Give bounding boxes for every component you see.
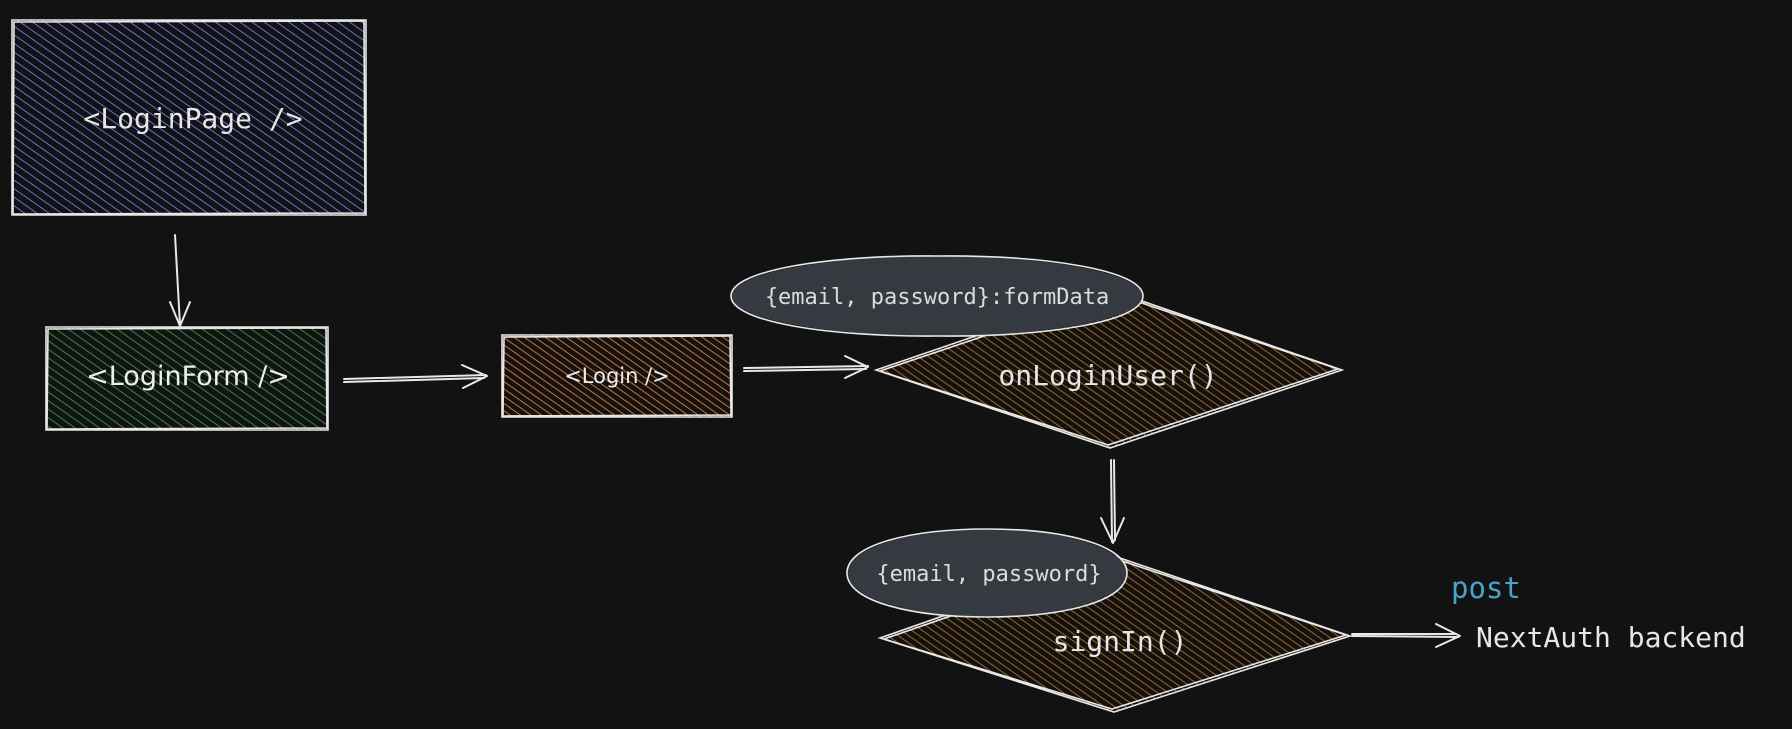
sign-in-label: signIn() [1053,625,1188,658]
login-form-outline [45,326,329,431]
login-page-outline [11,19,367,216]
login-form-label: <LoginForm /> [86,361,290,392]
login-node: <Login /> [501,334,733,418]
form-data-label: {email, password}:formData [765,285,1109,310]
on-login-user-label: onLoginUser() [998,359,1217,392]
login-page-label: <LoginPage /> [83,102,302,135]
arrow-onloginuser-to-signin [1100,459,1125,544]
post-label: post [1451,571,1521,605]
credentials-label: {email, password} [876,562,1101,587]
login-form-node: <LoginForm /> [45,326,329,431]
credentials-annotation: {email, password} [846,528,1128,618]
form-data-ellipse-outline [730,255,1144,337]
nextauth-backend-label: NextAuth backend [1476,621,1746,654]
login-outline [501,334,733,418]
login-label: <Login /> [564,364,670,388]
arrow-loginpage-to-loginform [169,234,191,327]
on-login-user-node: onLoginUser() [873,289,1345,449]
arrow-login-to-onloginuser [743,355,869,379]
credentials-ellipse-outline [846,528,1128,618]
form-data-annotation: {email, password}:formData [730,255,1144,337]
sign-in-node: signIn() [877,555,1353,713]
arrow-signin-to-backend [1351,623,1461,648]
arrow-loginform-to-login [343,364,488,389]
login-page-node: <LoginPage /> [11,19,367,216]
